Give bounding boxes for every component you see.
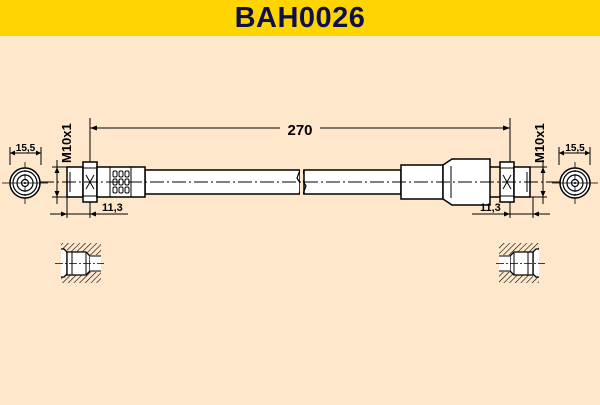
left-port-section — [55, 243, 104, 283]
overall-length-label: 270 — [287, 122, 312, 139]
right-port-section — [496, 243, 545, 283]
overall-length-dimension: 270 — [89, 118, 511, 170]
left-thread-label: M10x1 — [59, 123, 74, 163]
right-thread-label: M10x1 — [532, 123, 547, 163]
technical-drawing: 270 — [0, 36, 600, 400]
right-fitting-length-dimension: 11,3 — [472, 197, 550, 218]
left-fitting-length-label: 11,3 — [102, 202, 123, 214]
right-end-view: 15,5 — [552, 143, 598, 204]
right-hex-width-label: 15,5 — [565, 143, 585, 154]
left-hex-width-label: 15,5 — [16, 143, 36, 154]
part-number-title: BAH0026 — [234, 1, 366, 34]
left-fitting-length-dimension: 11,3 — [50, 197, 128, 218]
right-fitting — [400, 158, 531, 206]
right-thread-dimension: M10x1 — [530, 123, 547, 204]
left-thread-dimension: M10x1 — [52, 123, 74, 204]
right-fitting-length-label: 11,3 — [480, 202, 501, 214]
left-end-view: 15,5 — [2, 143, 48, 204]
title-bar: BAH0026 — [0, 0, 600, 36]
